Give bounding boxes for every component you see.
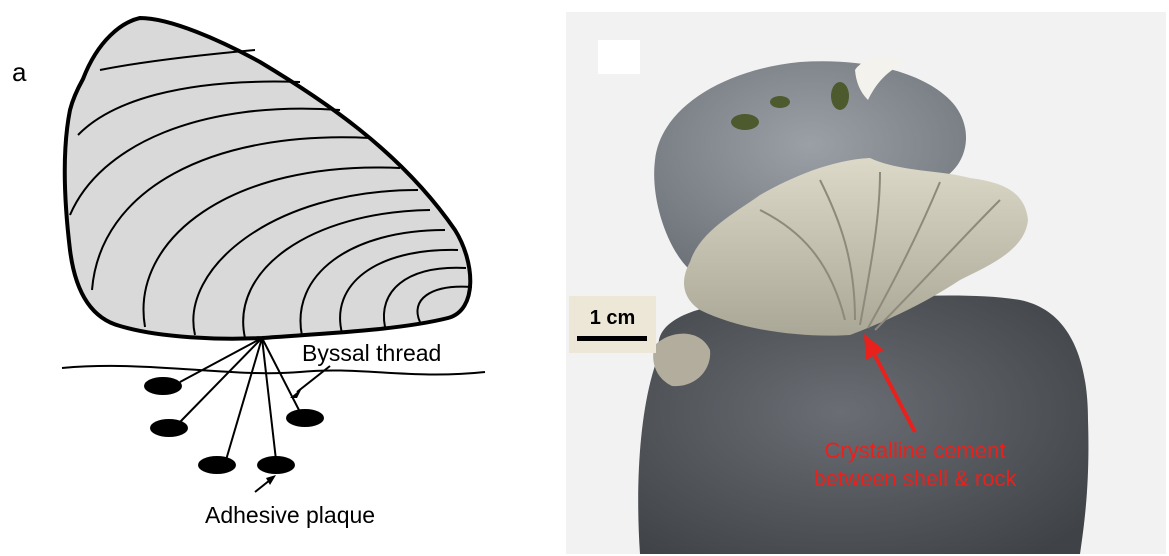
callout-line-1: Crystalline cement bbox=[785, 438, 1045, 464]
callout-line-2: between shell & rock bbox=[785, 466, 1045, 492]
scale-bar-label: 1 cm bbox=[569, 307, 656, 330]
lower-rock bbox=[638, 296, 1088, 554]
scale-bar bbox=[577, 336, 647, 341]
scale-bar-box: 1 cm bbox=[569, 296, 656, 353]
